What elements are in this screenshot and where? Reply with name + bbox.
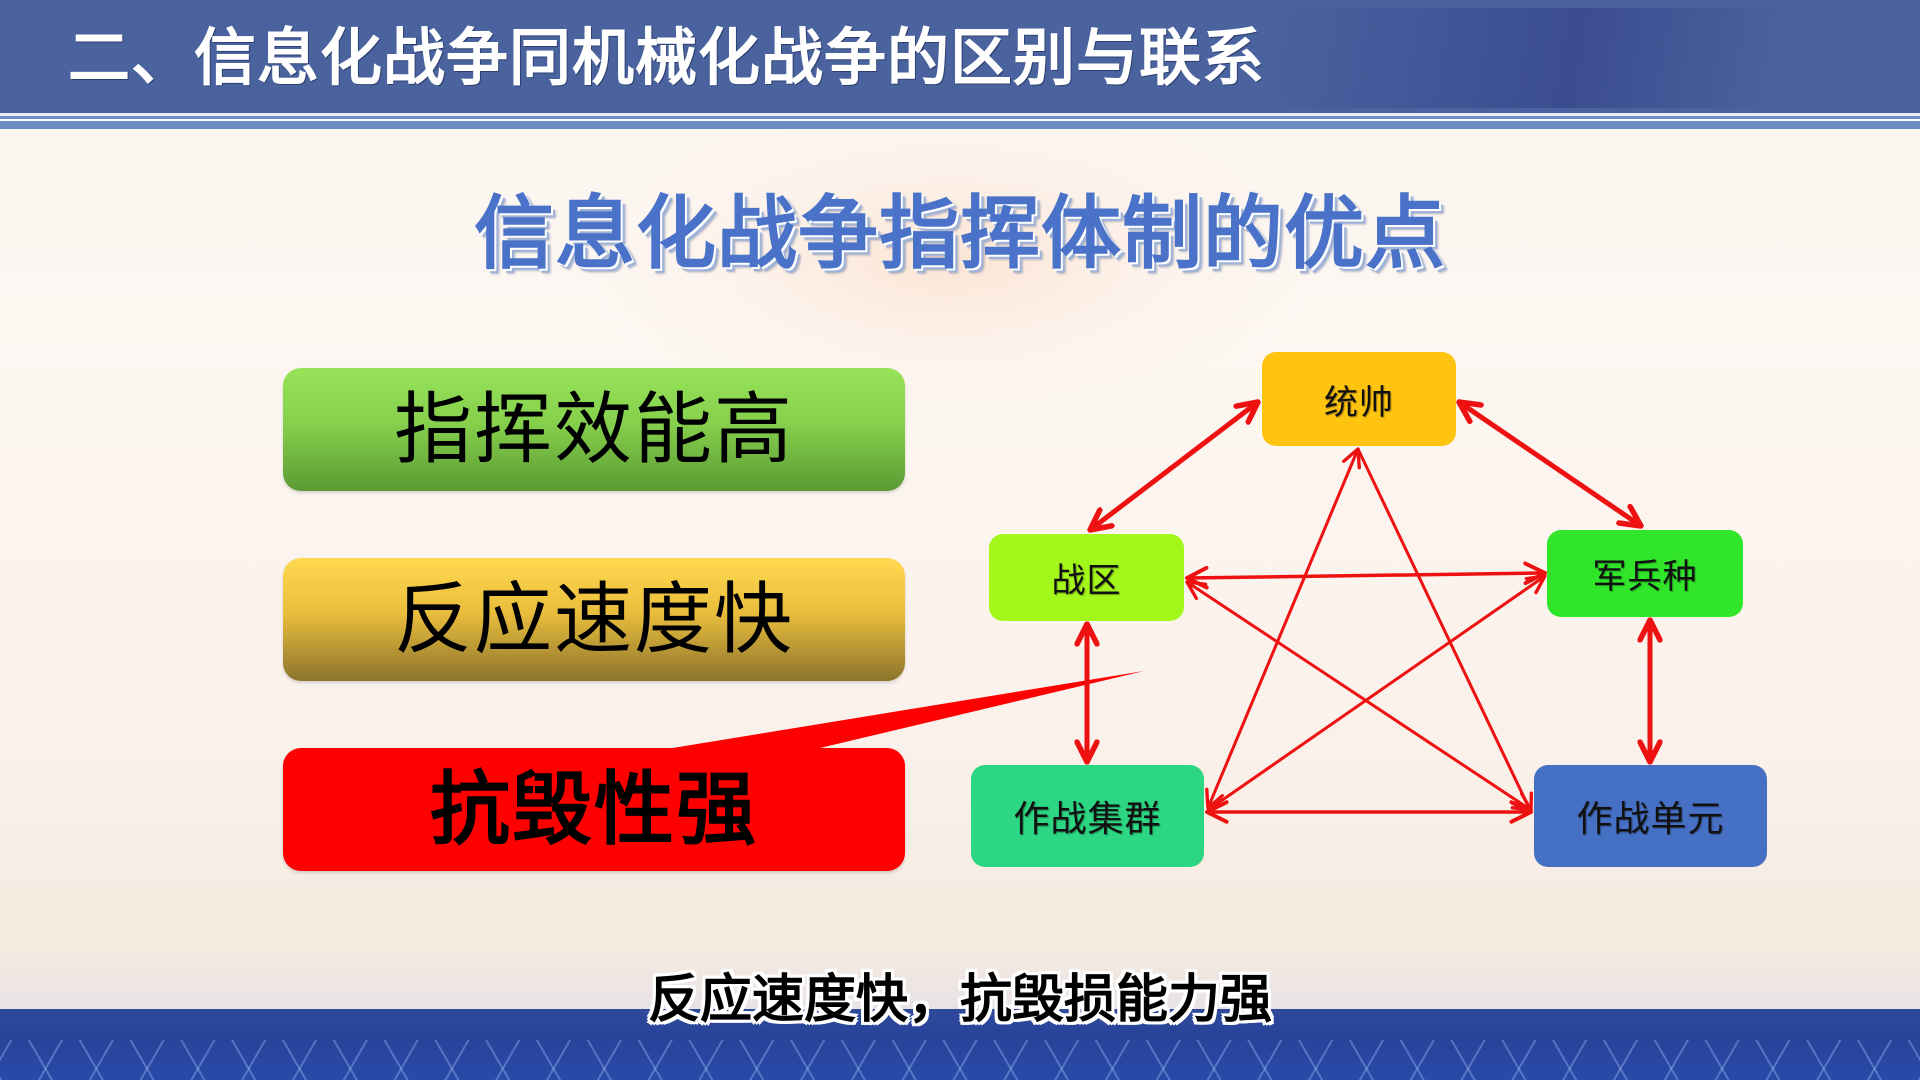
- node-combat-unit: 作战单元: [1534, 765, 1767, 867]
- footer-hex-pattern: [0, 1040, 1920, 1080]
- arrow-commander-group: [1205, 447, 1361, 810]
- header-decorative-image: [1260, 8, 1780, 108]
- feature-box-survivability: 抗毁性强: [283, 748, 905, 871]
- arrow-commander-theater: [1090, 402, 1258, 530]
- node-services: 军兵种: [1547, 530, 1743, 617]
- header-divider-line: [0, 116, 1920, 119]
- header-divider-line: [0, 119, 1920, 121]
- arrow-theater-unit: [1185, 580, 1533, 812]
- header-divider-line: [0, 121, 1920, 129]
- node-commander: 统帅: [1262, 352, 1456, 446]
- node-combat-group: 作战集群: [971, 765, 1204, 867]
- slide-section-title: 二、信息化战争同机械化战争的区别与联系: [68, 21, 1266, 94]
- arrow-commander-services: [1459, 402, 1641, 526]
- arrow-commander-unit: [1356, 448, 1534, 814]
- background-glow: [600, 110, 1300, 410]
- feature-box-command-efficiency: 指挥效能高: [283, 368, 905, 491]
- arrow-theater-services: [1185, 561, 1547, 590]
- video-subtitle-caption: 反应速度快，抗毁损能力强: [647, 970, 1272, 1030]
- node-theater-command: 战区: [989, 534, 1184, 621]
- header-divider-line: [0, 113, 1920, 116]
- feature-box-reaction-speed: 反应速度快: [283, 558, 905, 681]
- arrow-services-group: [1207, 574, 1547, 812]
- footer-band: [0, 1009, 1920, 1080]
- slide-subtitle: 信息化战争指挥体制的优点: [474, 187, 1446, 280]
- header-band: 二、信息化战争同机械化战争的区别与联系: [0, 0, 1920, 113]
